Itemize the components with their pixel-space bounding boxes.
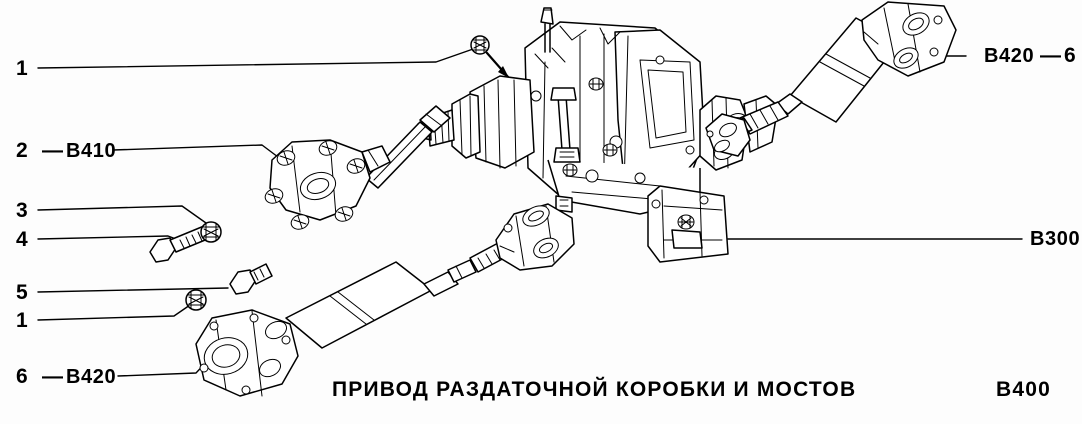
callout-code-b300: B300 bbox=[1030, 228, 1081, 250]
callout-number-6: 6 bbox=[16, 365, 28, 388]
rear-propeller-shaft-lower bbox=[195, 203, 575, 397]
callout-number-6-right: 6 bbox=[1064, 44, 1076, 67]
rear-propeller-shaft bbox=[705, 1, 957, 157]
flange-yoke bbox=[195, 309, 299, 397]
callout-number-5: 5 bbox=[16, 281, 28, 304]
callout-dash-6: — bbox=[42, 365, 63, 388]
callout-code-b420-right: B420 bbox=[984, 45, 1035, 67]
diagram-title-code: B400 bbox=[996, 378, 1052, 401]
diagram-title: ПРИВОД РАЗДАТОЧНОЙ КОРОБКИ И МОСТОВ bbox=[332, 378, 857, 401]
front-propeller-shaft bbox=[365, 105, 451, 189]
callout-dash-2: — bbox=[42, 139, 63, 162]
universal-joint-upper bbox=[705, 113, 751, 157]
bolt-lower bbox=[229, 263, 273, 295]
callout-number-3: 3 bbox=[16, 199, 28, 222]
callout-code-b410: B410 bbox=[66, 140, 117, 162]
leader-lines bbox=[37, 47, 1023, 377]
nut-lower bbox=[185, 289, 207, 311]
callout-number-2: 2 bbox=[16, 139, 28, 162]
universal-joint-lower bbox=[495, 203, 575, 271]
callout-code-b420-left: B420 bbox=[66, 366, 117, 388]
callout-number-1-top: 1 bbox=[16, 57, 28, 80]
nut-top bbox=[470, 35, 490, 55]
elastic-coupling bbox=[264, 139, 391, 230]
callout-number-4: 4 bbox=[16, 228, 28, 251]
callout-dash-b420-right: — bbox=[1040, 44, 1061, 67]
transfer-case-housing bbox=[524, 7, 706, 215]
arrow-to-housing bbox=[485, 51, 511, 80]
nut-upper bbox=[200, 221, 222, 243]
mount-bracket bbox=[647, 185, 729, 263]
callout-number-1-bottom: 1 bbox=[16, 309, 28, 332]
